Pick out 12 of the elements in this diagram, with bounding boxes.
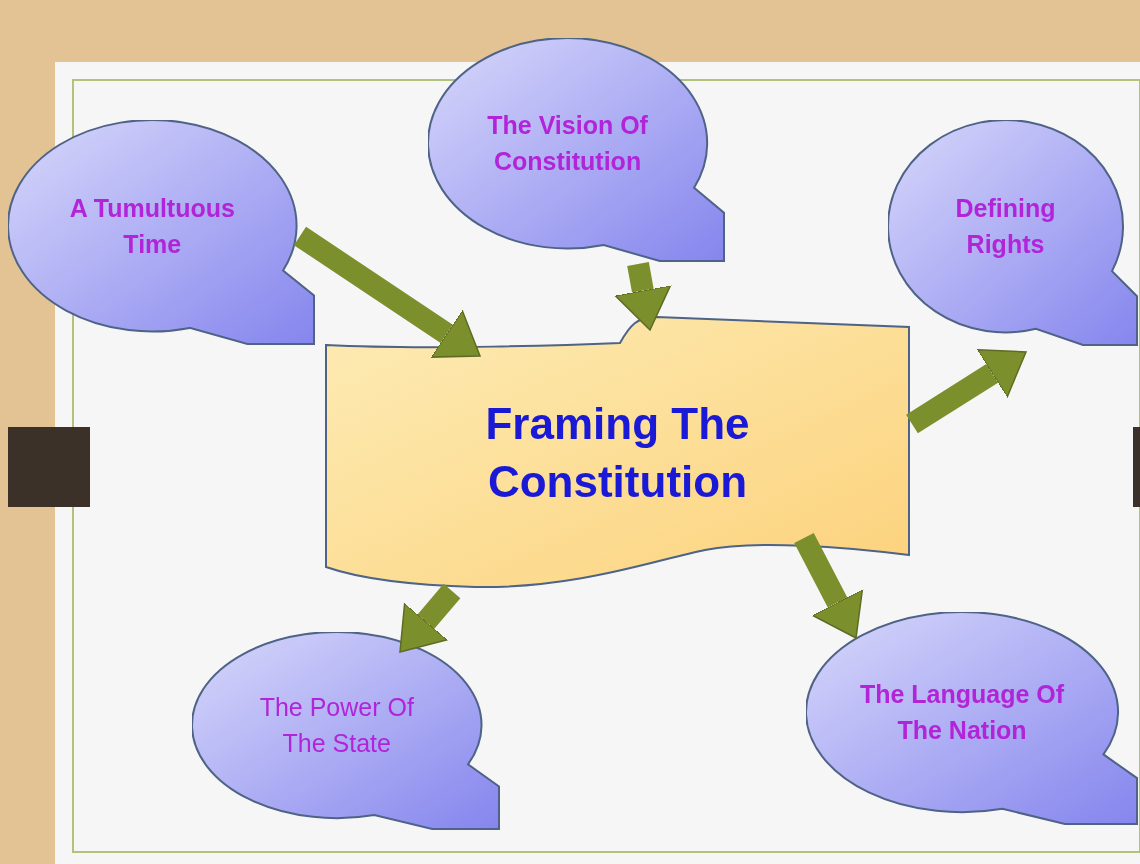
speech-bubble: [806, 612, 1138, 825]
speech-bubble: [8, 120, 315, 345]
bubble-text: The Language Of The Nation: [858, 678, 1066, 747]
bubble-text: The Power Of The State: [258, 691, 415, 760]
banner-title: Framing The Constitution: [484, 398, 751, 508]
speech-bubble: [428, 38, 725, 262]
bubble-text: The Vision Of Constitution: [486, 110, 649, 178]
bubble-text: Defining Rights: [954, 192, 1057, 261]
speech-bubble: [192, 632, 500, 830]
scroll-banner: [325, 315, 910, 590]
bubble-text: A Tumultuous Time: [68, 192, 236, 260]
speech-bubble: [888, 120, 1138, 346]
